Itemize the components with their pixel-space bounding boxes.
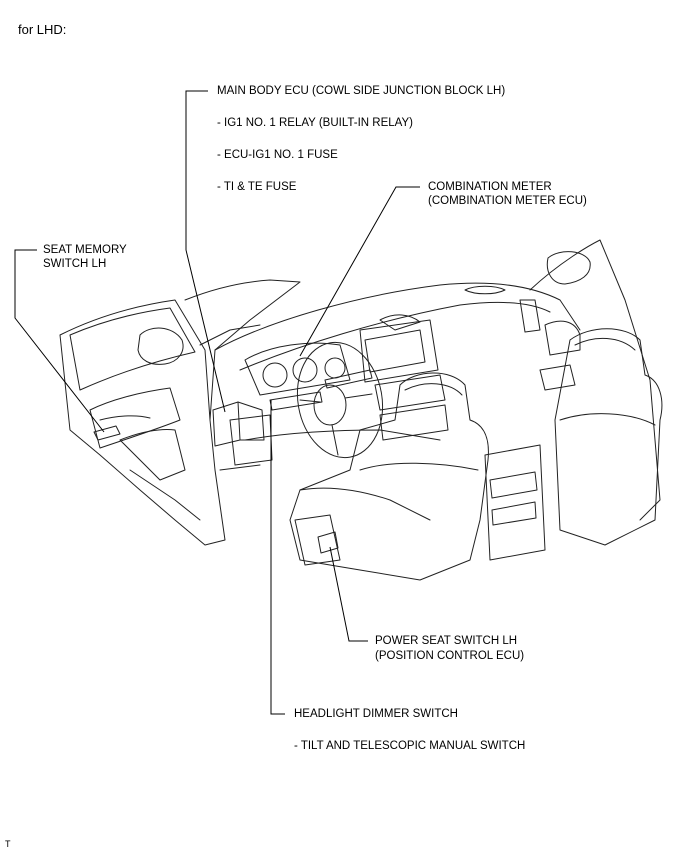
right-mirror <box>546 251 591 285</box>
combination-meter-sublabel: (COMBINATION METER ECU) <box>428 195 587 207</box>
power-seat-switch-sublabel: (POSITION CONTROL ECU) <box>375 650 525 662</box>
headlight-dimmer-label: HEADLIGHT DIMMER SWITCH <box>294 708 458 720</box>
leader-headlight-dimmer <box>270 400 285 715</box>
a-pillar <box>184 279 301 421</box>
left-door-window <box>69 307 196 391</box>
center-display <box>364 329 426 373</box>
power-seat-switch-part <box>317 531 339 554</box>
leader-combination-meter <box>299 186 420 357</box>
left-door-frame <box>59 299 226 546</box>
passenger-seat <box>554 328 663 546</box>
right-door-frame <box>529 239 661 521</box>
rear-console <box>484 444 546 561</box>
headlight-dimmer-item: - TILT AND TELESCOPIC MANUAL SWITCH <box>294 740 526 752</box>
leader-power-seat <box>329 546 368 642</box>
figure-code: T <box>5 839 11 849</box>
left-mirror <box>137 327 184 365</box>
leader-main-body-ecu <box>185 90 226 413</box>
seat-memory-switch-part <box>93 425 121 441</box>
cowl-junction-block <box>212 401 241 447</box>
combination-meter-label: COMBINATION METER <box>428 181 552 193</box>
main-body-ecu-title: MAIN BODY ECU (COWL SIDE JUNCTION BLOCK … <box>217 85 506 97</box>
driver-seat <box>289 372 489 581</box>
variant-label: for LHD: <box>18 22 67 37</box>
dashboard-top <box>214 282 581 351</box>
leader-seat-memory <box>14 249 105 433</box>
main-body-ecu-item: - TI & TE FUSE <box>217 181 297 193</box>
instrument-cluster <box>244 342 351 396</box>
main-body-ecu-item: - IG1 NO. 1 RELAY (BUILT-IN RELAY) <box>217 117 413 129</box>
seat-memory-switch-label: SEAT MEMORY <box>43 244 127 256</box>
seat-memory-switch-sublabel: SWITCH LH <box>43 258 107 270</box>
main-body-ecu-item: - ECU-IG1 NO. 1 FUSE <box>217 149 338 161</box>
power-seat-switch-label: POWER SEAT SWITCH LH <box>375 635 518 647</box>
steering-wheel <box>296 341 384 459</box>
